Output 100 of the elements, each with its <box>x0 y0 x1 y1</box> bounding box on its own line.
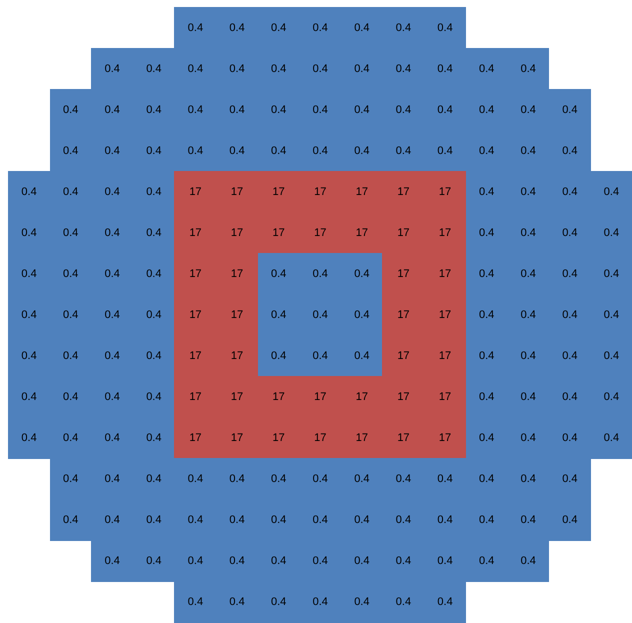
grid-cell-high: 17 <box>174 417 216 458</box>
grid-cell: 0.4 <box>132 212 175 254</box>
grid-cell: 0.4 <box>548 335 591 376</box>
grid-cell: 0.4 <box>91 417 134 458</box>
grid-cell: 0.4 <box>466 335 508 376</box>
grid-cell: 0.4 <box>299 499 342 540</box>
grid-cell: 0.4 <box>548 417 591 458</box>
grid-cell: 0.4 <box>258 335 300 376</box>
grid-cell: 0.4 <box>50 499 92 540</box>
grid-cell: 0.4 <box>507 171 550 212</box>
grid-cell: 0.4 <box>507 335 550 376</box>
grid-cell: 0.4 <box>132 253 175 294</box>
grid-cell: 0.4 <box>132 335 175 376</box>
grid-cell: 0.4 <box>258 540 300 582</box>
grid-cell: 0.4 <box>91 89 134 130</box>
grid-cell: 0.4 <box>8 417 50 458</box>
grid-cell: 0.4 <box>50 458 92 500</box>
grid-cell: 0.4 <box>132 376 175 418</box>
grid-cell: 0.4 <box>548 458 591 500</box>
grid-cell: 0.4 <box>50 212 92 254</box>
grid-cell: 0.4 <box>216 499 258 540</box>
grid-cell: 0.4 <box>548 212 591 254</box>
grid-cell: 0.4 <box>507 376 550 418</box>
grid-cell: 0.4 <box>132 294 175 336</box>
grid-cell: 0.4 <box>507 130 550 172</box>
grid-cell: 0.4 <box>299 458 342 500</box>
grid-cell: 0.4 <box>507 212 550 254</box>
grid-cell: 0.4 <box>340 335 383 376</box>
grid-cell-high: 17 <box>299 417 342 458</box>
grid-cell: 0.4 <box>50 253 92 294</box>
grid-cell: 0.4 <box>548 499 591 540</box>
grid-cell-high: 17 <box>382 417 424 458</box>
grid-cell: 0.4 <box>8 376 50 418</box>
grid-cell: 0.4 <box>466 417 508 458</box>
grid-cell: 0.4 <box>548 253 591 294</box>
grid-cell: 0.4 <box>548 294 591 336</box>
grid-cell: 0.4 <box>258 130 300 172</box>
grid-cell: 0.4 <box>50 376 92 418</box>
grid-cell: 0.4 <box>299 130 342 172</box>
grid-cell-high: 17 <box>424 212 466 254</box>
grid-cell: 0.4 <box>174 581 216 622</box>
grid-cell: 0.4 <box>50 171 92 212</box>
grid-cell: 0.4 <box>382 89 424 130</box>
grid-cell: 0.4 <box>466 48 508 90</box>
grid-cell: 0.4 <box>424 540 466 582</box>
grid-cell-high: 17 <box>340 417 383 458</box>
grid-cell: 0.4 <box>91 540 134 582</box>
grid-cell: 0.4 <box>299 48 342 90</box>
grid-cell: 0.4 <box>216 7 258 48</box>
grid-cell: 0.4 <box>91 294 134 336</box>
grid-cell: 0.4 <box>8 212 50 254</box>
grid-cell: 0.4 <box>507 417 550 458</box>
grid-cell: 0.4 <box>258 253 300 294</box>
grid-cell-high: 17 <box>216 376 258 418</box>
grid-cell: 0.4 <box>340 253 383 294</box>
grid-cell: 0.4 <box>466 171 508 212</box>
grid-cell: 0.4 <box>424 499 466 540</box>
grid-cell: 0.4 <box>382 581 424 622</box>
grid-cell: 0.4 <box>299 335 342 376</box>
grid-cell: 0.4 <box>424 7 466 48</box>
grid-cell: 0.4 <box>507 253 550 294</box>
grid-cell: 0.4 <box>340 130 383 172</box>
grid-cell: 0.4 <box>132 540 175 582</box>
grid-cell: 0.4 <box>466 458 508 500</box>
grid-cell: 0.4 <box>466 540 508 582</box>
grid-cell: 0.4 <box>507 499 550 540</box>
grid-cell: 0.4 <box>590 212 632 254</box>
grid-cell: 0.4 <box>382 458 424 500</box>
grid-cell-high: 17 <box>299 171 342 212</box>
grid-cell: 0.4 <box>91 171 134 212</box>
grid-cell: 0.4 <box>340 294 383 336</box>
grid-cell: 0.4 <box>132 171 175 212</box>
grid-cell: 0.4 <box>590 376 632 418</box>
grid-cell: 0.4 <box>424 48 466 90</box>
grid-cell: 0.4 <box>466 294 508 336</box>
grid-cell-high: 17 <box>216 335 258 376</box>
grid-cell: 0.4 <box>216 581 258 622</box>
grid-cell: 0.4 <box>174 48 216 90</box>
grid-cell: 0.4 <box>340 581 383 622</box>
grid-cell-high: 17 <box>382 212 424 254</box>
grid-cell-high: 17 <box>174 171 216 212</box>
grid-cell-high: 17 <box>174 253 216 294</box>
grid-cell: 0.4 <box>340 499 383 540</box>
grid-cell: 0.4 <box>548 89 591 130</box>
grid-cell: 0.4 <box>174 458 216 500</box>
grid-cell: 0.4 <box>382 499 424 540</box>
grid-cell-high: 17 <box>258 171 300 212</box>
grid-cell: 0.4 <box>91 212 134 254</box>
grid-cell: 0.4 <box>340 458 383 500</box>
grid-cell-high: 17 <box>340 171 383 212</box>
grid-cell: 0.4 <box>91 48 134 90</box>
grid-cell-high: 17 <box>382 376 424 418</box>
grid-cell: 0.4 <box>258 48 300 90</box>
grid-cell-high: 17 <box>424 376 466 418</box>
grid-cell: 0.4 <box>590 335 632 376</box>
grid-cell-high: 17 <box>424 253 466 294</box>
grid-cell: 0.4 <box>299 253 342 294</box>
grid-cell: 0.4 <box>590 294 632 336</box>
grid-cell-high: 17 <box>299 212 342 254</box>
grid-cell: 0.4 <box>50 417 92 458</box>
